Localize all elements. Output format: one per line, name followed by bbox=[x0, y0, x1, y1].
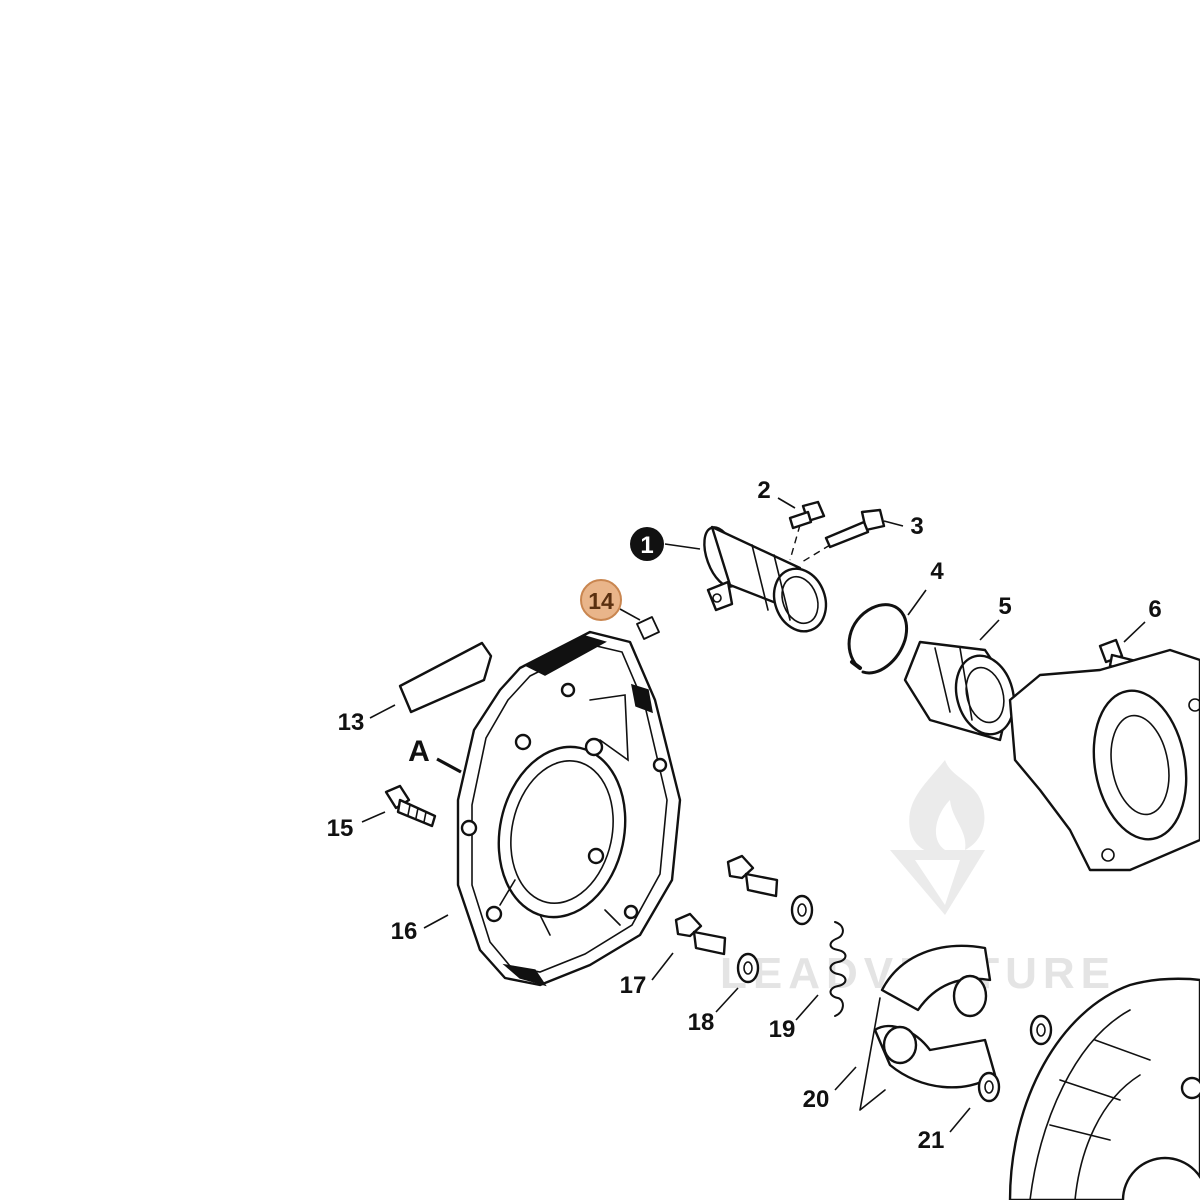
callout-14-badge bbox=[580, 579, 622, 621]
part-17-bolt bbox=[674, 854, 779, 956]
part-20-clutch-shoes bbox=[859, 944, 997, 1111]
watermark-flame-icon bbox=[909, 760, 985, 854]
callout-17-label[interactable]: 17 bbox=[620, 972, 647, 999]
part-19-spring bbox=[829, 921, 847, 1017]
part-13-label-plate bbox=[398, 641, 493, 714]
callout-21-label[interactable]: 21 bbox=[918, 1127, 945, 1154]
part-5-coupling bbox=[903, 640, 1016, 742]
callout-3-label[interactable]: 3 bbox=[910, 513, 923, 540]
callout-6-label[interactable]: 6 bbox=[1148, 596, 1161, 623]
watermark-v-icon bbox=[890, 850, 985, 915]
callout-14[interactable]: 14 bbox=[580, 579, 622, 621]
part-3-screw bbox=[801, 508, 886, 563]
callout-18-label[interactable]: 18 bbox=[688, 1009, 715, 1036]
part-4-circlip bbox=[847, 603, 908, 675]
callout-5-label[interactable]: 5 bbox=[998, 593, 1011, 620]
callout-4-label[interactable]: 4 bbox=[930, 558, 944, 585]
callout-16-label[interactable]: 16 bbox=[391, 918, 418, 945]
callout-1-badge bbox=[630, 527, 664, 561]
part-18-washer bbox=[736, 894, 814, 984]
leader-lines bbox=[361, 497, 1146, 1133]
part-2-screw bbox=[788, 500, 826, 561]
part-14-small-plate bbox=[636, 616, 660, 640]
callout-2-label[interactable]: 2 bbox=[757, 477, 770, 504]
part-1-sleeve bbox=[703, 525, 828, 633]
fan-wheel bbox=[1008, 977, 1200, 1200]
part-21-washer bbox=[977, 1014, 1053, 1103]
part-16-fan-housing bbox=[456, 630, 682, 987]
gearbox-housing bbox=[1008, 648, 1200, 872]
callout-15-label[interactable]: 15 bbox=[327, 815, 354, 842]
callout-19-label[interactable]: 19 bbox=[769, 1016, 796, 1043]
callout-14-label: 14 bbox=[588, 588, 614, 614]
part-15-bolt bbox=[384, 784, 437, 828]
callout-20-label[interactable]: 20 bbox=[803, 1086, 830, 1113]
view-marker-a: A bbox=[408, 735, 430, 768]
callout-1[interactable]: 1 bbox=[630, 527, 664, 561]
callout-13-label[interactable]: 13 bbox=[338, 709, 365, 736]
callout-1-label: 1 bbox=[640, 532, 653, 559]
